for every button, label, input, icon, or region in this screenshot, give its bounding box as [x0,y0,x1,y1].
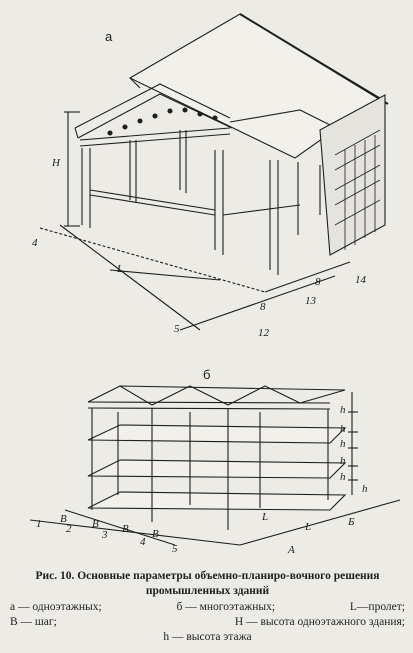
caption-title: Рис. 10. Основные параметры объемно-план… [35,570,380,597]
dim-8-a: 8 [260,301,266,313]
legend-b: б — многоэтажных; [176,601,276,613]
dim-3: 3 [101,529,108,541]
label-a: а [105,29,113,44]
dim-h-5: h [340,471,346,483]
dim-B-5: Б [347,516,355,528]
dim-2: 2 [66,523,72,535]
dim-5: 5 [174,323,180,335]
dim-B-4: В [152,528,159,540]
dim-12: 12 [258,327,270,339]
dim-h-3: h [340,438,346,450]
dim-h-4: h [340,455,346,467]
dim-4-bottom: 4 [140,536,146,548]
dim-L-2: L [304,521,311,533]
dim-L: L [116,263,123,275]
dim-14: 14 [355,274,367,286]
dim-B-1: В [60,513,67,525]
dim-H: H [51,157,61,169]
label-b: б [203,367,210,382]
legend-H: Н — высота одноэтажного здания; [234,616,405,628]
figure-caption: Рис. 10. Основные параметры объемно-план… [10,569,405,599]
dim-4: 4 [32,237,38,249]
multi-storey-building-sketch [29,385,401,546]
dim-A: А [287,544,295,556]
legend-row-3: h — высота этажа [163,631,252,643]
legend-row-1: а — одноэтажных; б — многоэтажных; L—про… [10,600,405,615]
dim-h-6: h [362,483,368,495]
single-storey-building-sketch [39,13,389,331]
figure-legend: а — одноэтажных; б — многоэтажных; L—про… [10,600,405,645]
legend-a: а — одноэтажных; [10,601,102,613]
building-drawings: а H 4 L 5 8 8 13 14 12 [29,13,401,556]
dim-B-2: В [92,518,99,530]
dim-h-2: h [340,423,346,435]
dim-13: 13 [305,295,317,307]
dim-B-3: В [122,523,129,535]
dim-L-1: L [261,511,268,523]
dim-8-b: 8 [315,276,321,288]
legend-B: В — шаг; [10,616,57,628]
legend-row-2: В — шаг; Н — высота одноэтажного здания; [10,615,405,630]
dim-h-1: h [340,404,346,416]
dim-5-bottom: 5 [172,543,178,555]
legend-L: L—пролет; [349,601,405,613]
dim-1: 1 [36,518,42,530]
